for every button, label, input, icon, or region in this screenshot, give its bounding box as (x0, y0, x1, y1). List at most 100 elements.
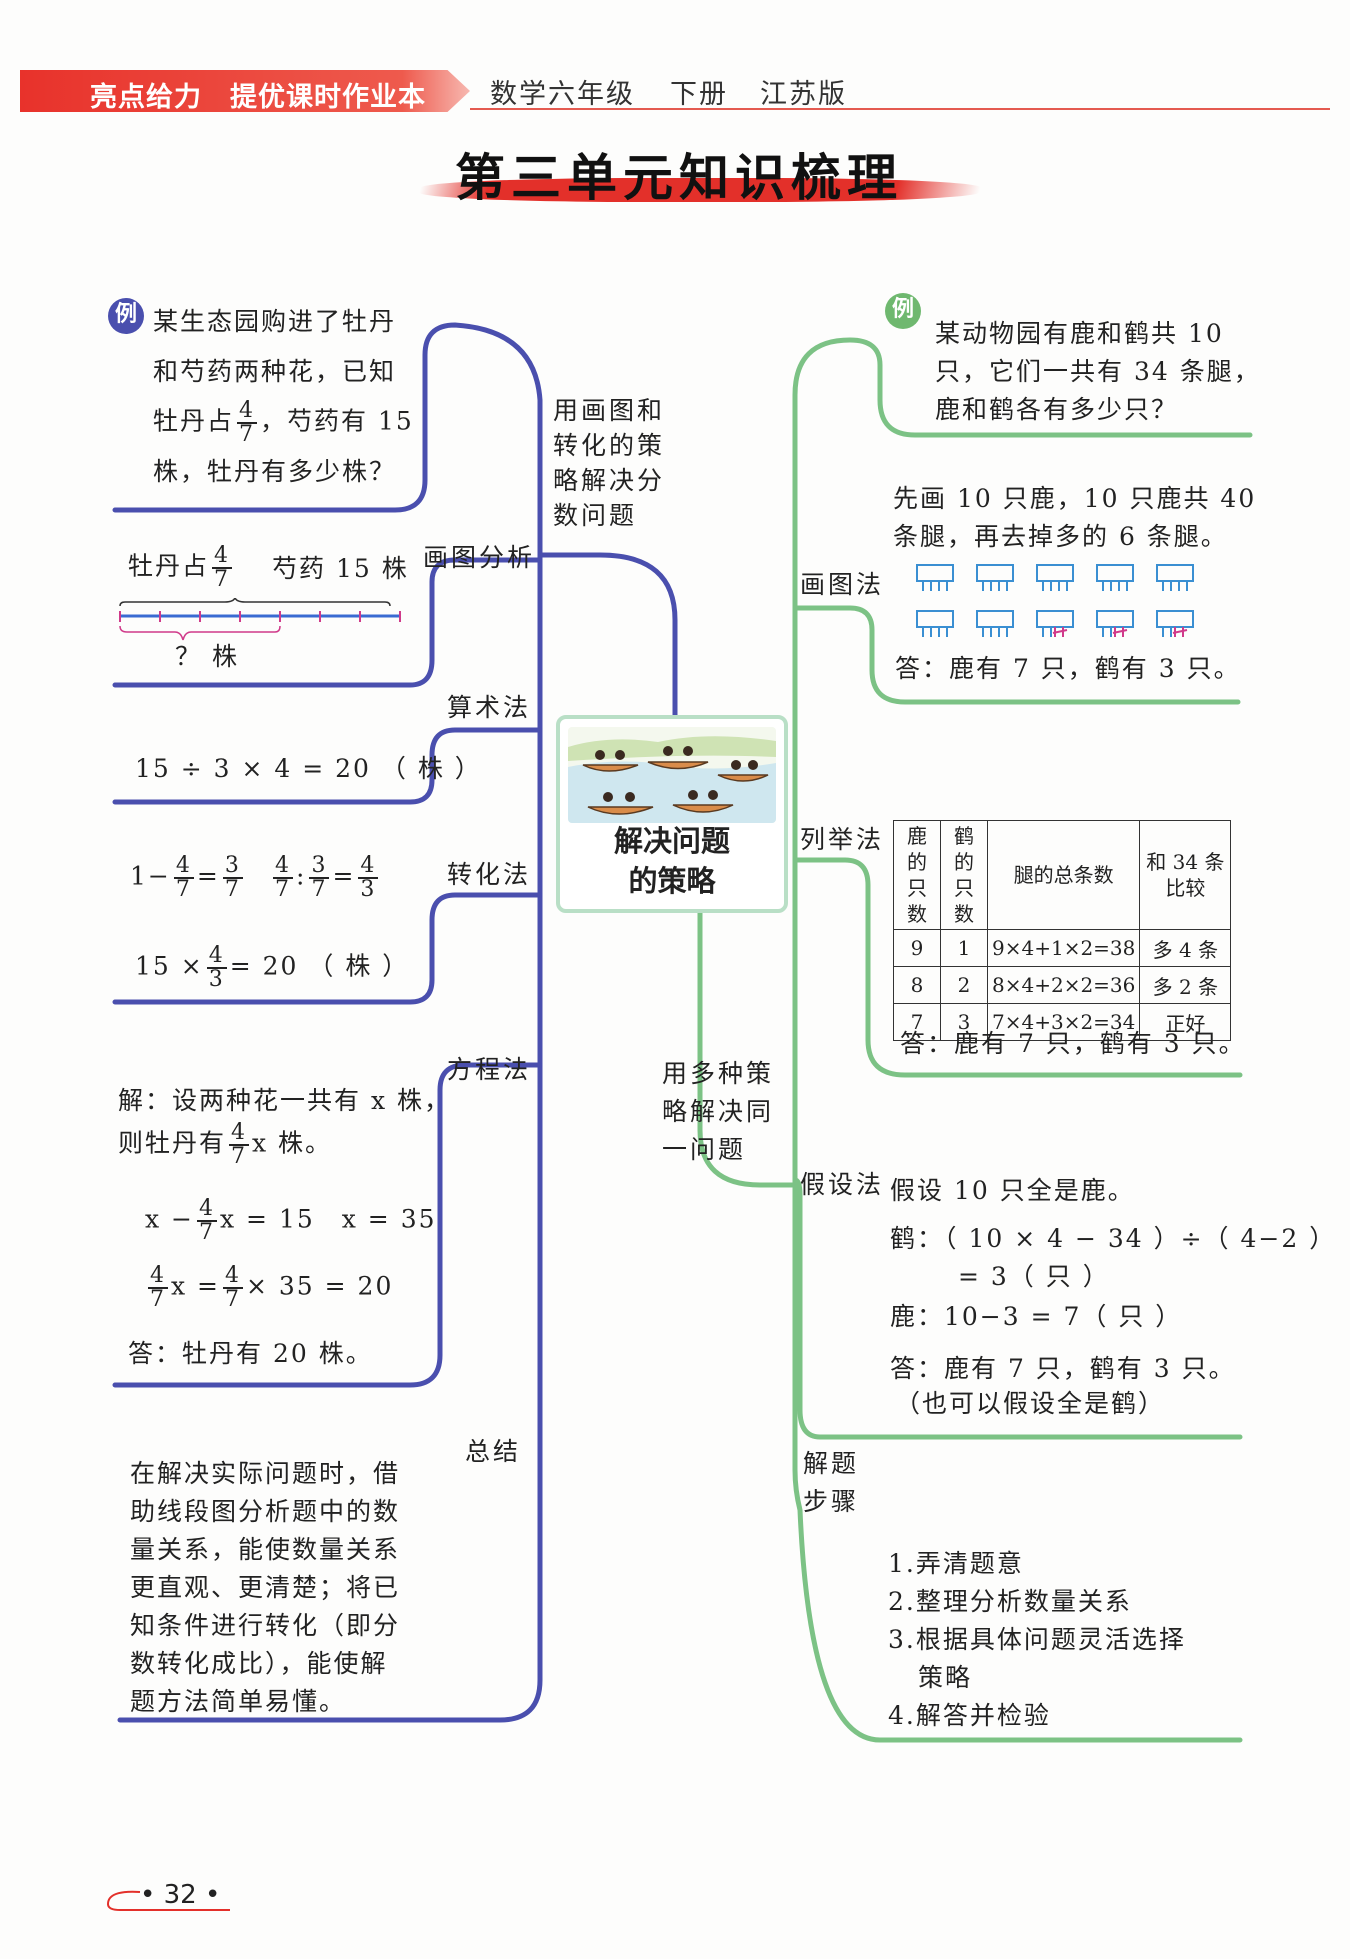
conv-f1-eq: = (196, 861, 220, 891)
fraction-num: 4 (358, 853, 379, 879)
fraction-den: 7 (199, 1220, 215, 1245)
table-cell: 9×4+1×2=38 (986, 929, 1141, 967)
fraction-den: 7 (224, 877, 241, 902)
table-cell: 多 2 条 (1139, 966, 1232, 1004)
table-header-cell: 鹿的只数 (893, 820, 941, 930)
table-cell: 正好 (1139, 1003, 1232, 1041)
listing-answer: 答：鹿有 7 只，鹤有 3 只。 (900, 1029, 1246, 1058)
segment-ticks (119, 611, 401, 622)
left-example-line3-suffix: ，芍药有 15 (260, 406, 414, 436)
left-example-line1: 某生态园购进了牡丹 (153, 307, 397, 336)
segment-brace-bottom (119, 625, 281, 641)
conv-f2-eq: = (332, 861, 356, 891)
summary-text: 在解决实际问题时，借 助线段图分析题中的数 量关系，能使数量关系 更直观、更清楚… (130, 1455, 400, 1721)
segment-brace-top (119, 598, 391, 607)
label-drawing-method: 画图法 (800, 570, 885, 599)
table-cell: 多 4 条 (1139, 929, 1232, 967)
right-example-text: 某动物园有鹿和鹤共 10 只，它们一共有 34 条腿， 鹿和鹤各有多少只？ (935, 315, 1261, 429)
conv-f1-text: 1− (130, 861, 171, 891)
label-steps-line2: 步骤 (803, 1487, 860, 1516)
table-header-cell: 和 34 条比较 (1139, 820, 1232, 930)
header-line: 只数 (907, 876, 927, 926)
boats-picture (568, 736, 776, 823)
conv-f2-colon: : (296, 861, 307, 891)
assume-line2: 鹤：（ 10 × 4 − 34 ）÷（ 4−2 ） (890, 1224, 1337, 1253)
assume-answer: 答：鹿有 7 只，鹤有 3 只。 (890, 1354, 1236, 1383)
fraction-den: 3 (208, 967, 225, 992)
fraction-den: 7 (225, 1287, 241, 1312)
assume-note: （也可以假设全是鹤） (895, 1389, 1166, 1418)
right-example-badge: 例 (885, 293, 921, 329)
center-to-right-line (697, 902, 798, 1188)
table-header-cell: 鹤的只数 (940, 820, 988, 930)
left-example-badge: 例 (108, 298, 144, 334)
left-branch-equation (112, 1062, 543, 1388)
summary-line: 在解决实际问题时，借 (130, 1459, 401, 1488)
conv-f3-post: = 20 （ 株 ） (229, 951, 410, 981)
fraction-num: 4 (223, 1263, 243, 1289)
summary-line: 知条件进行转化（即分 (130, 1611, 401, 1640)
drawing-method-text: 先画 10 只鹿，10 只鹿共 40 条腿，再去掉多的 6 条腿。 (893, 480, 1256, 556)
right-trunk-line (792, 337, 1253, 1743)
table-cell: 9 (893, 929, 941, 967)
left-example-line3-prefix: 牡丹占 (153, 406, 235, 436)
crossed-legs (1052, 627, 1188, 637)
summary-line: 数转化成比），能使解 (130, 1649, 388, 1678)
fraction-num: 4 (237, 398, 258, 424)
table-header-row: 鹿的只数 鹤的只数 腿的总条数 和 34 条比较 (893, 820, 1232, 930)
right-branch-label-line: 用多种策 (662, 1059, 775, 1088)
header-brand: 亮点给力 (90, 82, 202, 113)
list-item: 2.整理分析数量关系 (888, 1587, 1132, 1616)
header-banner: 亮点给力 提优课时作业本 (20, 70, 470, 112)
drawing-method-answer: 答：鹿有 7 只，鹤有 3 只。 (895, 654, 1241, 683)
right-branch-label-line: 一问题 (662, 1135, 747, 1164)
left-branch-label: 用画图和 转化的策 略解决分 数问题 (553, 393, 665, 533)
header-line: 鹿的 (907, 824, 927, 874)
summary-line: 更直观、更清楚；将已 (130, 1573, 401, 1602)
list-item: 4.解答并检验 (888, 1701, 1051, 1730)
right-branch-drawing (792, 605, 1241, 705)
header-series: 提优课时作业本 (230, 82, 426, 113)
left-example-line4: 株，牡丹有多少株？ (153, 457, 397, 486)
fraction-num: 4 (197, 1196, 217, 1222)
table-cell: 1 (940, 929, 988, 967)
table-cell: 2 (940, 966, 988, 1004)
left-branch-label-line: 转化的策 (553, 431, 666, 460)
drawing-method-line: 先画 10 只鹿，10 只鹿共 40 (893, 484, 1257, 513)
steps-list: 1.弄清题意 2.整理分析数量关系 3.根据具体问题灵活选择 策略 4.解答并检… (888, 1545, 1186, 1735)
header-line: 只数 (954, 876, 974, 926)
header-volume: 下册 (670, 79, 728, 110)
summary-line: 题方法简单易懂。 (130, 1687, 347, 1716)
left-branch-drawing (112, 557, 543, 688)
assume-line3: = 3（ 只 ） (958, 1262, 1110, 1291)
fraction-num: 4 (206, 943, 227, 969)
fraction-den: 7 (150, 1287, 166, 1312)
label-equation: 方程法 (447, 1055, 532, 1084)
left-to-center-line (537, 552, 678, 718)
center-title-line1: 解决问题 (613, 824, 730, 858)
fraction-den: 7 (311, 877, 328, 902)
drawing-herb: 芍药 15 株 (272, 554, 409, 583)
header-line: 比较 (1165, 876, 1206, 900)
fraction-num: 3 (222, 853, 243, 879)
left-trunk-line (112, 322, 543, 1723)
list-item: 策略 (918, 1663, 973, 1692)
page-title: 第三单元知识梳理 (455, 149, 903, 207)
fraction-num: 4 (148, 1263, 168, 1289)
label-listing: 列举法 (800, 825, 885, 854)
